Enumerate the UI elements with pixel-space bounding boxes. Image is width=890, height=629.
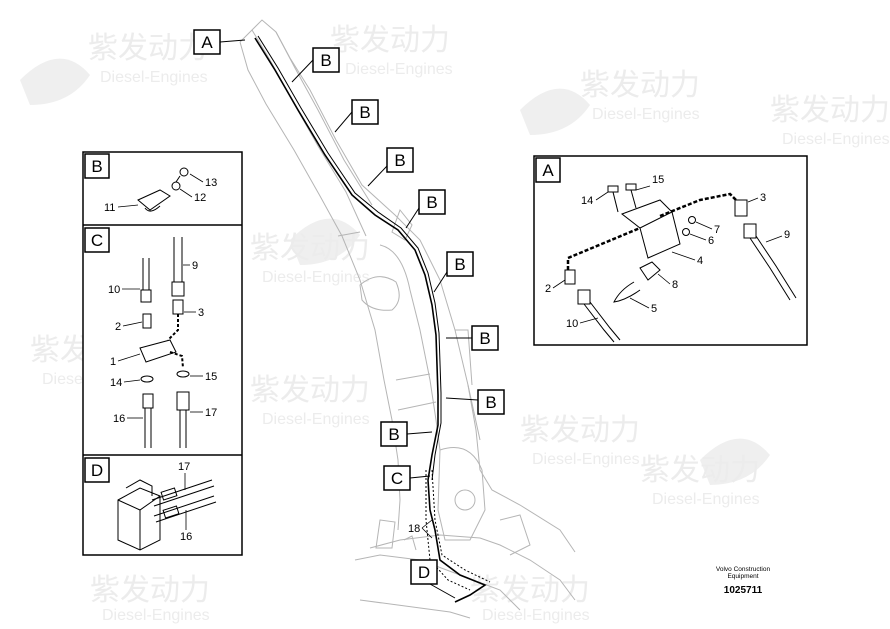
watermark-brand: 紫发动力 xyxy=(88,31,208,66)
watermark-layer: 紫发动力 Diesel-Engines 紫发动力 Diesel-Engines … xyxy=(20,23,890,624)
watermark-sub: Diesel-Engines xyxy=(532,451,640,468)
part-label-10: 10 xyxy=(108,284,120,296)
callout-c: C xyxy=(383,465,431,491)
part-label-9: 9 xyxy=(192,260,198,272)
callout-b-label: B xyxy=(320,51,331,70)
panel-b: B 13 12 11 xyxy=(84,153,217,214)
watermark-sub: Diesel-Engines xyxy=(262,269,370,286)
part-label-15: 15 xyxy=(205,371,217,383)
watermark-logo: 紫发动力 Diesel-Engines xyxy=(330,23,453,78)
watermark-logo: 紫发动力 Diesel-Engines xyxy=(520,413,640,468)
part-label-2: 2 xyxy=(115,321,121,333)
callout-d: D xyxy=(410,559,456,599)
callout-b: B xyxy=(380,421,433,447)
panel-d-title: D xyxy=(91,461,103,480)
watermark-brand: 紫发动力 xyxy=(520,413,640,448)
callout-a: A xyxy=(193,29,246,55)
part-label-12: 12 xyxy=(194,192,206,204)
part-label-11: 11 xyxy=(104,202,115,214)
part-label-14: 14 xyxy=(581,195,593,207)
callout-b: B xyxy=(291,47,340,83)
part-18: 18 xyxy=(408,519,433,539)
panel-d: D 17 16 xyxy=(84,457,217,551)
watermark-brand: 紫发动力 xyxy=(470,573,590,608)
part-label-17: 17 xyxy=(178,461,190,473)
credit-line-2: Equipment xyxy=(727,573,759,580)
callout-b-label: B xyxy=(485,393,496,412)
watermark-logo: 紫发动力 Diesel-Engines xyxy=(20,31,208,105)
callout-b: B xyxy=(445,389,505,415)
callout-b-label: B xyxy=(454,255,465,274)
part-label-15: 15 xyxy=(652,174,664,186)
part-label-10: 10 xyxy=(566,318,578,330)
watermark-sub: Diesel-Engines xyxy=(652,491,760,508)
watermark-sub: Diesel-Engines xyxy=(102,607,210,624)
credit-text: Volvo Construction Equipment xyxy=(700,566,786,580)
callout-b: B xyxy=(334,99,379,133)
boom-structure xyxy=(239,19,576,619)
watermark-brand: 紫发动力 xyxy=(90,573,210,608)
callout-b-label: B xyxy=(359,103,370,122)
part-label-1: 1 xyxy=(110,356,116,368)
callout-b-label: B xyxy=(479,329,490,348)
watermark-sub: Diesel-Engines xyxy=(482,607,590,624)
panel-c-title: C xyxy=(91,231,103,250)
main-callouts: A B B B B B B xyxy=(193,29,505,599)
part-label-7: 7 xyxy=(714,224,720,236)
part-label-9: 9 xyxy=(784,229,790,241)
credit-line-1: Volvo Construction xyxy=(715,566,771,573)
part-label-14: 14 xyxy=(110,377,122,389)
callout-b: B xyxy=(446,325,499,351)
part-number: 1025711 xyxy=(723,585,763,596)
callout-d-label: D xyxy=(418,563,430,582)
callout-b: B xyxy=(433,251,474,293)
watermark-sub: Diesel-Engines xyxy=(345,61,453,78)
watermark-logo: 紫发动力 Diesel-Engines xyxy=(640,438,770,508)
watermark-logo: 紫发动力 Diesel-Engines xyxy=(470,573,590,624)
watermark-logo: 紫发动力 Diesel-Engines xyxy=(250,373,370,428)
watermark-logo: 紫发动力 Diesel-Engines xyxy=(250,218,370,286)
watermark-sub: Diesel-Engines xyxy=(782,131,890,148)
part-label-16: 16 xyxy=(113,413,125,425)
part-label-3: 3 xyxy=(198,307,204,319)
detail-panel-left: B 13 12 11 C xyxy=(82,151,243,556)
part-label-8: 8 xyxy=(672,279,678,291)
panel-a-title: A xyxy=(542,161,554,180)
watermark-logo: 紫发动力 Diesel-Engines xyxy=(520,68,700,135)
detail-panel-a: A 15 14 3 7 6 9 4 xyxy=(533,155,808,346)
part-label-4: 4 xyxy=(697,255,703,267)
part-label-3: 3 xyxy=(760,192,766,204)
part-label-13: 13 xyxy=(205,177,217,189)
callout-a-label: A xyxy=(201,33,213,52)
part-label-2: 2 xyxy=(545,283,551,295)
watermark-brand: 紫发动力 xyxy=(580,68,700,103)
part-label-17: 17 xyxy=(205,407,217,419)
panel-b-title: B xyxy=(91,157,102,176)
part-label-16: 16 xyxy=(180,531,192,543)
watermark-brand: 紫发动力 xyxy=(330,23,450,58)
watermark-brand: 紫发动力 xyxy=(640,453,760,488)
callout-b: B xyxy=(367,147,414,187)
callout-b: B xyxy=(405,189,446,229)
watermark-brand: 紫发动力 xyxy=(770,93,890,128)
watermark-brand: 紫发动力 xyxy=(250,373,370,408)
callout-b-label: B xyxy=(388,425,399,444)
watermark-sub: Diesel-Engines xyxy=(592,106,700,123)
callout-b-label: B xyxy=(426,193,437,212)
watermark-sub: Diesel-Engines xyxy=(100,69,208,86)
part-label-6: 6 xyxy=(708,235,714,247)
watermark-logo: 紫发动力 Diesel-Engines xyxy=(90,573,210,624)
part-label-18: 18 xyxy=(408,523,420,535)
watermark-sub: Diesel-Engines xyxy=(262,411,370,428)
panel-c: C 9 10 3 2 xyxy=(84,227,217,448)
callout-b-label: B xyxy=(394,151,405,170)
part-label-5: 5 xyxy=(651,303,657,315)
watermark-brand: 紫发动力 xyxy=(250,231,370,266)
watermark-logo: 紫发动力 Diesel-Engines xyxy=(770,93,890,148)
callout-c-label: C xyxy=(391,469,403,488)
